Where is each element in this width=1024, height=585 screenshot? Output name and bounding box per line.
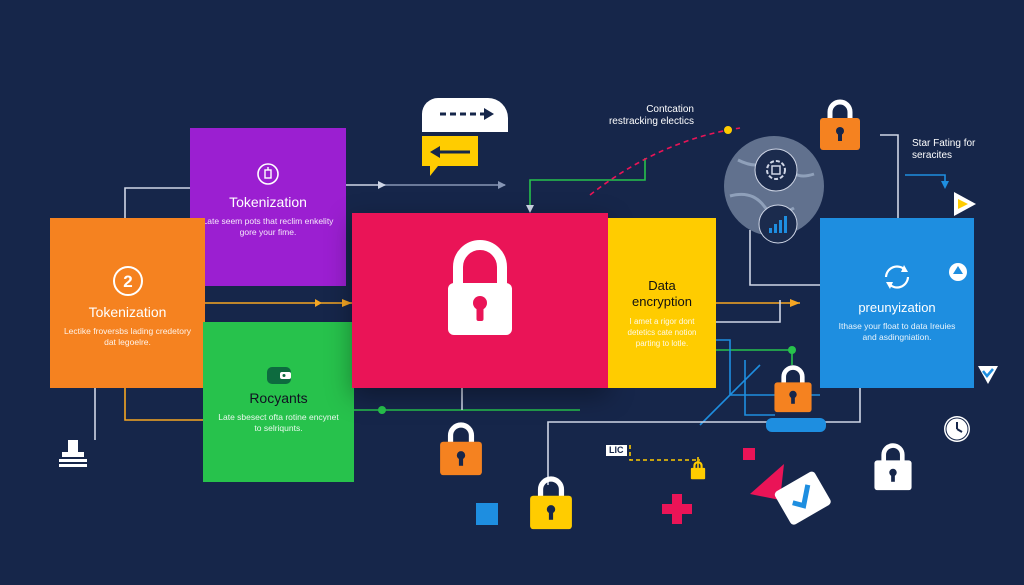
card-body: I amet a rigor dont detetics cate notion… bbox=[627, 317, 697, 348]
card-body: Late seem pots that reclim enkelity gore… bbox=[202, 216, 334, 237]
arrow-head bbox=[498, 181, 506, 189]
card-body: Lectike froversbs lading credetory dat l… bbox=[63, 326, 192, 347]
key-icon bbox=[257, 163, 279, 185]
card-tokenization-orange: 2 Tokenization Lectike froversbs lading … bbox=[50, 218, 205, 388]
connector-line bbox=[529, 158, 646, 210]
card-data-encryption: Data encryption I amet a rigor dont dete… bbox=[608, 218, 716, 388]
arrow-head bbox=[342, 299, 352, 307]
junction-dot bbox=[378, 406, 386, 414]
wallet-icon bbox=[266, 367, 291, 384]
connector-line bbox=[699, 364, 761, 426]
connector-line bbox=[905, 174, 946, 185]
padlock-icon bbox=[874, 443, 912, 491]
card-rocyants: Rocyants Late sbesect ofta rotine encyne… bbox=[203, 322, 354, 482]
blue-square-shape bbox=[476, 503, 498, 525]
arrow-head bbox=[790, 299, 800, 307]
settings-icon bbox=[754, 148, 798, 192]
clock-icon bbox=[944, 416, 970, 442]
card-title: Tokenization bbox=[229, 194, 307, 210]
plus-shape bbox=[662, 494, 692, 524]
arrow-left-icon bbox=[422, 98, 508, 176]
padlock-icon bbox=[774, 365, 812, 413]
label-contact-restracking: Contcation restracking electics bbox=[608, 104, 694, 127]
card-body: Late sbesect ofta rotine encynet to selr… bbox=[218, 412, 339, 433]
server-bar bbox=[766, 418, 826, 432]
connector-line bbox=[547, 385, 861, 485]
card-title: Data encryption bbox=[632, 278, 692, 309]
padlock-icon bbox=[820, 99, 860, 150]
lic-tag: LIC bbox=[606, 445, 627, 456]
number-two-label: 2 bbox=[123, 272, 132, 291]
card-title: Tokenization bbox=[88, 304, 167, 320]
connector-line bbox=[880, 134, 899, 218]
arrow-head bbox=[941, 181, 949, 189]
refresh-cycle-icon bbox=[884, 265, 910, 289]
arrow-head bbox=[378, 181, 386, 189]
connector-line bbox=[124, 187, 190, 218]
arrow-head bbox=[315, 299, 322, 307]
connector-line bbox=[744, 360, 775, 416]
checkmark-icon bbox=[750, 464, 831, 525]
connector-line bbox=[124, 385, 205, 421]
card-preunyization: preunyization Ithase your float to data … bbox=[820, 218, 974, 388]
connector-line bbox=[629, 445, 700, 461]
padlock-icon bbox=[530, 476, 572, 530]
play-icon bbox=[954, 192, 976, 216]
pink-square-shape bbox=[743, 448, 755, 460]
usb-key-icon bbox=[59, 440, 87, 467]
card-title: preunyization bbox=[858, 300, 936, 315]
card-title: Rocyants bbox=[249, 390, 308, 406]
card-body: Ithase your float to data Ireuies and as… bbox=[838, 321, 956, 342]
junction-dot bbox=[724, 126, 732, 134]
padlock-icon bbox=[448, 240, 512, 335]
card-tokenization-purple: Tokenization Late seem pots that reclim … bbox=[190, 128, 346, 286]
shield-check-icon bbox=[978, 366, 998, 384]
junction-dot bbox=[788, 346, 796, 354]
card-central-padlock bbox=[352, 213, 608, 388]
badge-icon bbox=[949, 263, 967, 281]
connector-line bbox=[589, 127, 741, 196]
padlock-icon bbox=[690, 461, 706, 480]
number-two-icon: 2 bbox=[112, 266, 143, 296]
label-star-fating: Star Fating for seracites bbox=[912, 138, 976, 161]
arrow-head bbox=[526, 205, 534, 213]
padlock-icon bbox=[440, 422, 482, 476]
bar-chart-icon bbox=[758, 204, 798, 244]
connector-line bbox=[749, 230, 820, 286]
